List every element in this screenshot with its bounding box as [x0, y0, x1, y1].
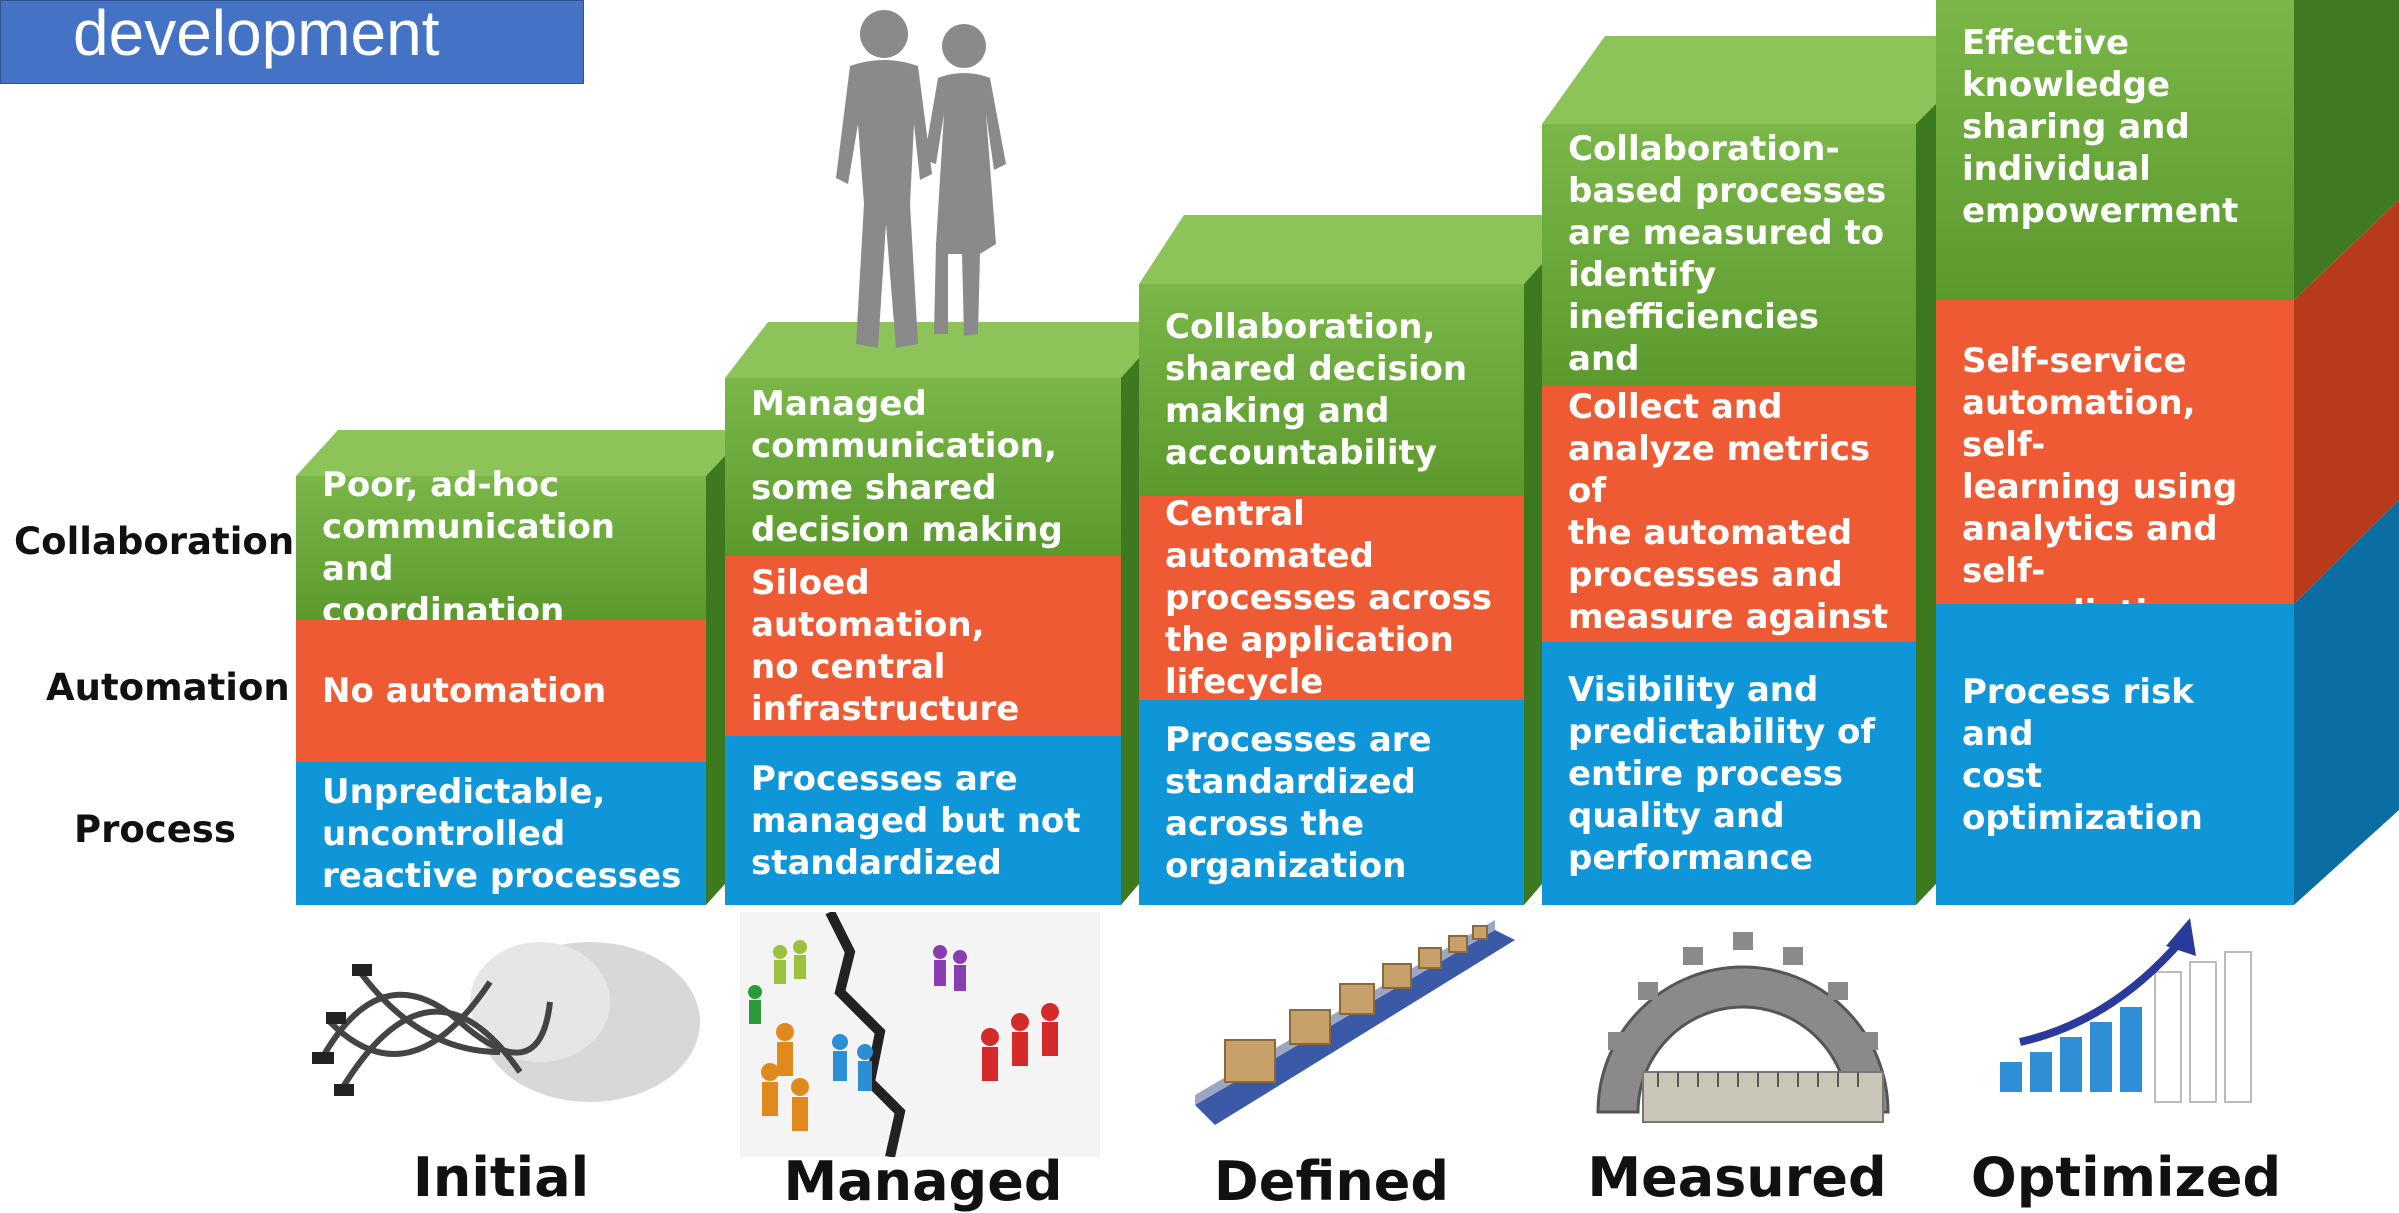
stage-2-side-face	[1121, 358, 1139, 905]
stage-2-top-face	[725, 322, 1139, 378]
stage-3-automation: Central automated processes across the a…	[1139, 494, 1524, 702]
row-label-collaboration: Collaboration	[14, 520, 295, 563]
stage-1-automation: No automation	[296, 620, 706, 762]
people-silhouette-icon	[836, 10, 1006, 348]
stage-1-process: Unpredictable, uncontrolled reactive pro…	[296, 762, 706, 905]
stage-1-top-face	[296, 430, 725, 476]
stage-5-side-red	[2294, 200, 2399, 604]
stage-4-process: Visibility and predictability of entire …	[1542, 642, 1916, 905]
row-label-process: Process	[74, 808, 236, 851]
stage-name-defined: Defined	[1213, 1150, 1450, 1213]
stage-1-side-face	[706, 456, 725, 905]
stage-3-collaboration: Collaboration, shared decision making an…	[1139, 284, 1524, 496]
gear-ruler-icon	[1596, 932, 1890, 1123]
stage-5-automation: Self-service automation, self- learning …	[1936, 300, 2294, 633]
stage-4-collaboration: Collaboration- based processes are measu…	[1542, 124, 1916, 421]
stage-3-top-face	[1139, 215, 1542, 284]
stage-1-collaboration: Poor, ad-hoc communication and coordinat…	[296, 465, 706, 631]
growth-bar-chart-icon	[2000, 918, 2252, 1103]
stage-name-measured: Measured	[1587, 1146, 1887, 1209]
stage-4-side-face	[1916, 104, 1936, 905]
stage-2-process: Processes are managed but not standardiz…	[725, 736, 1121, 905]
stage-3-process: Processes are standardized across the or…	[1139, 700, 1524, 905]
stage-4-automation: Collect and analyze metrics of the autom…	[1542, 386, 1916, 721]
stage-4-top-face	[1542, 36, 1936, 124]
stage-name-initial: Initial	[412, 1146, 590, 1209]
row-label-automation: Automation	[46, 666, 290, 709]
stage-name-optimized: Optimized	[1970, 1146, 2282, 1209]
stage-5-side-blue	[2294, 500, 2399, 905]
stage-5-process: Process risk and cost optimization	[1936, 604, 2294, 905]
divided-people-groups-icon	[740, 912, 1100, 1157]
tangled-cables-cloud-icon	[312, 942, 700, 1102]
conveyor-boxes-icon	[1195, 920, 1515, 1125]
stage-name-managed: Managed	[783, 1150, 1063, 1213]
stage-2-automation: Siloed automation, no central infrastruc…	[725, 556, 1121, 736]
stage-3-side-face	[1524, 264, 1542, 905]
slide-title: development	[0, 0, 584, 84]
stage-2-collaboration: Managed communication, some shared decis…	[725, 378, 1121, 556]
stage-5-collaboration: Effective knowledge sharing and individu…	[1936, 0, 2294, 300]
